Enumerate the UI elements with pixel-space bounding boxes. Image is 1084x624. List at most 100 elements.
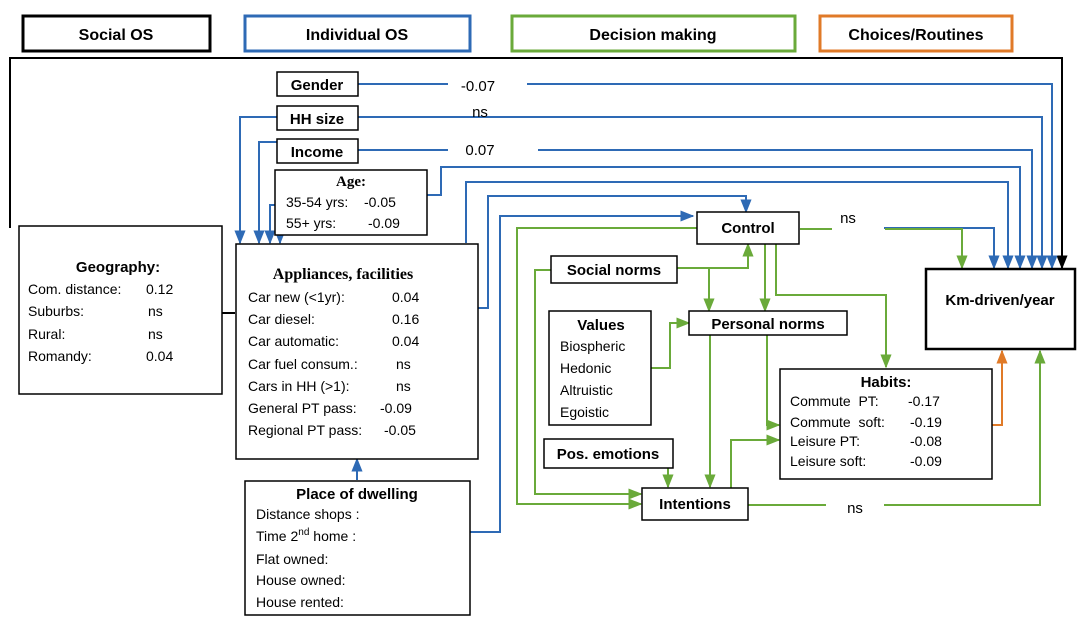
box-gender-label: Gender xyxy=(291,77,344,94)
box-appliances: Appliances, facilities Car new (<1yr): 0… xyxy=(235,243,479,460)
box-values-title: Values xyxy=(577,317,625,334)
edge-label-intentions: ns xyxy=(847,500,863,517)
habits-row-1-value: -0.17 xyxy=(908,393,940,409)
habits-row-4-label: Leisure soft: xyxy=(790,453,866,469)
edge-label-hh-size: ns xyxy=(472,104,488,121)
box-values: Values Biospheric Hedonic Altruistic Ego… xyxy=(548,310,652,426)
habits-row-3-value: -0.08 xyxy=(910,433,942,449)
dwelling-row-2-sup: nd xyxy=(298,527,309,538)
box-gender: Gender xyxy=(276,71,359,97)
box-income-label: Income xyxy=(291,144,344,161)
app-row-7-label: Regional PT pass: xyxy=(248,422,362,438)
app-row-3-value: 0.04 xyxy=(392,333,419,349)
box-habits: Habits: Commute PT: -0.17 Commute soft: … xyxy=(779,368,993,480)
box-control: Control xyxy=(696,211,800,245)
habits-row-4-value: -0.09 xyxy=(910,453,942,469)
edge-label-control: ns xyxy=(840,210,856,227)
edge-label-income: 0.07 xyxy=(465,142,494,159)
header-social-os-label: Social OS xyxy=(79,27,154,44)
edge-gender-to-km xyxy=(358,83,1052,268)
box-geography-title: Geography: xyxy=(76,259,160,276)
header-decision-making-label: Decision making xyxy=(589,27,716,44)
dwelling-row-4: House owned: xyxy=(256,572,346,588)
age-row-2-label: 55+ yrs: xyxy=(286,215,336,231)
geo-row-2-label: Suburbs: xyxy=(28,303,84,319)
edge-hhsize-to-appliances xyxy=(234,116,277,245)
edge-intentions-to-habits xyxy=(730,434,781,489)
values-item-3: Altruistic xyxy=(560,382,613,398)
values-item-1: Biospheric xyxy=(560,338,625,354)
edge-hhsize-to-km xyxy=(358,116,1048,270)
box-intentions: Intentions xyxy=(641,487,749,521)
dwelling-row-5: House rented: xyxy=(256,594,344,610)
box-geography: Geography: Com. distance: 0.12 Suburbs: … xyxy=(18,225,223,395)
dwelling-row-2-rest: home : xyxy=(309,528,356,544)
edge-control-to-intentions xyxy=(516,227,697,510)
box-social-norms-label: Social norms xyxy=(567,262,661,279)
geo-row-4-label: Romandy: xyxy=(28,348,92,364)
app-row-1-value: 0.04 xyxy=(392,289,419,305)
edge-age-to-km xyxy=(427,166,1026,270)
dwelling-row-1: Distance shops : xyxy=(256,506,360,522)
edge-values-to-personal xyxy=(651,317,691,369)
geo-row-4-value: 0.04 xyxy=(146,348,173,364)
app-row-6-value: -0.09 xyxy=(380,400,412,416)
edge-control-to-habits xyxy=(775,244,892,369)
edge-label-gender: -0.07 xyxy=(461,78,495,95)
geo-row-1-value: 0.12 xyxy=(146,281,173,297)
header-choices-routines: Choices/Routines xyxy=(818,14,1014,53)
edge-social-to-control xyxy=(677,242,754,269)
edge-dwelling-to-control xyxy=(470,210,695,533)
box-appliances-title: Appliances, facilities xyxy=(273,266,413,283)
box-habits-title: Habits: xyxy=(861,374,912,391)
values-item-4: Egoistic xyxy=(560,404,609,420)
geo-row-3-value: ns xyxy=(148,326,163,342)
header-individual-os: Individual OS xyxy=(243,14,472,53)
header-social-os: Social OS xyxy=(21,14,212,53)
box-km-driven: Km-driven/year xyxy=(924,267,1077,351)
edge-income-to-appliances xyxy=(253,141,277,245)
box-hh-size: HH size xyxy=(276,105,359,131)
box-pos-emotions-label: Pos. emotions xyxy=(557,446,660,463)
app-row-1-label: Car new (<1yr): xyxy=(248,289,345,305)
edge-control-to-km-green xyxy=(800,228,962,268)
dwelling-row-2: Time 2nd home : xyxy=(256,527,356,544)
dwelling-row-2-main: Time 2 xyxy=(256,528,298,544)
box-dwelling: Place of dwelling Distance shops : Time … xyxy=(244,480,471,616)
age-row-2-value: -0.09 xyxy=(368,215,400,231)
app-row-3-label: Car automatic: xyxy=(248,333,339,349)
values-item-2: Hedonic xyxy=(560,360,611,376)
box-personal-norms: Personal norms xyxy=(688,310,848,336)
box-personal-norms-label: Personal norms xyxy=(711,316,824,333)
app-row-7-value: -0.05 xyxy=(384,422,416,438)
app-row-2-label: Car diesel: xyxy=(248,311,315,327)
edge-intentions-to-km xyxy=(748,351,1040,506)
box-hh-size-label: HH size xyxy=(290,111,344,128)
header-choices-routines-label: Choices/Routines xyxy=(848,27,983,44)
dwelling-row-3: Flat owned: xyxy=(256,551,328,567)
geo-row-1-label: Com. distance: xyxy=(28,281,121,297)
habits-row-3-label: Leisure PT: xyxy=(790,433,860,449)
habits-row-2-value: -0.19 xyxy=(910,414,942,430)
edges xyxy=(9,57,1068,533)
edge-personal-to-habits xyxy=(766,335,781,431)
box-km-driven-label: Km-driven/year xyxy=(945,292,1054,309)
geo-row-2-value: ns xyxy=(148,303,163,319)
header-decision-making: Decision making xyxy=(510,14,797,53)
app-row-2-value: 0.16 xyxy=(392,311,419,327)
box-social-norms: Social norms xyxy=(550,255,678,284)
app-row-4-value: ns xyxy=(396,356,411,372)
age-row-1-label: 35-54 yrs: xyxy=(286,194,348,210)
box-age: Age: 35-54 yrs: -0.05 55+ yrs: -0.09 xyxy=(274,169,428,236)
app-row-4-label: Car fuel consum.: xyxy=(248,356,358,372)
edge-appliances-to-km xyxy=(465,181,1014,270)
edge-control-to-km xyxy=(884,227,1000,270)
geo-row-3-label: Rural: xyxy=(28,326,65,342)
habits-row-1-label: Commute PT: xyxy=(790,393,879,409)
box-control-label: Control xyxy=(721,220,774,237)
app-row-6-label: General PT pass: xyxy=(248,400,357,416)
edge-income-to-km xyxy=(358,149,1032,268)
habits-row-2-label: Commute soft: xyxy=(790,414,885,430)
